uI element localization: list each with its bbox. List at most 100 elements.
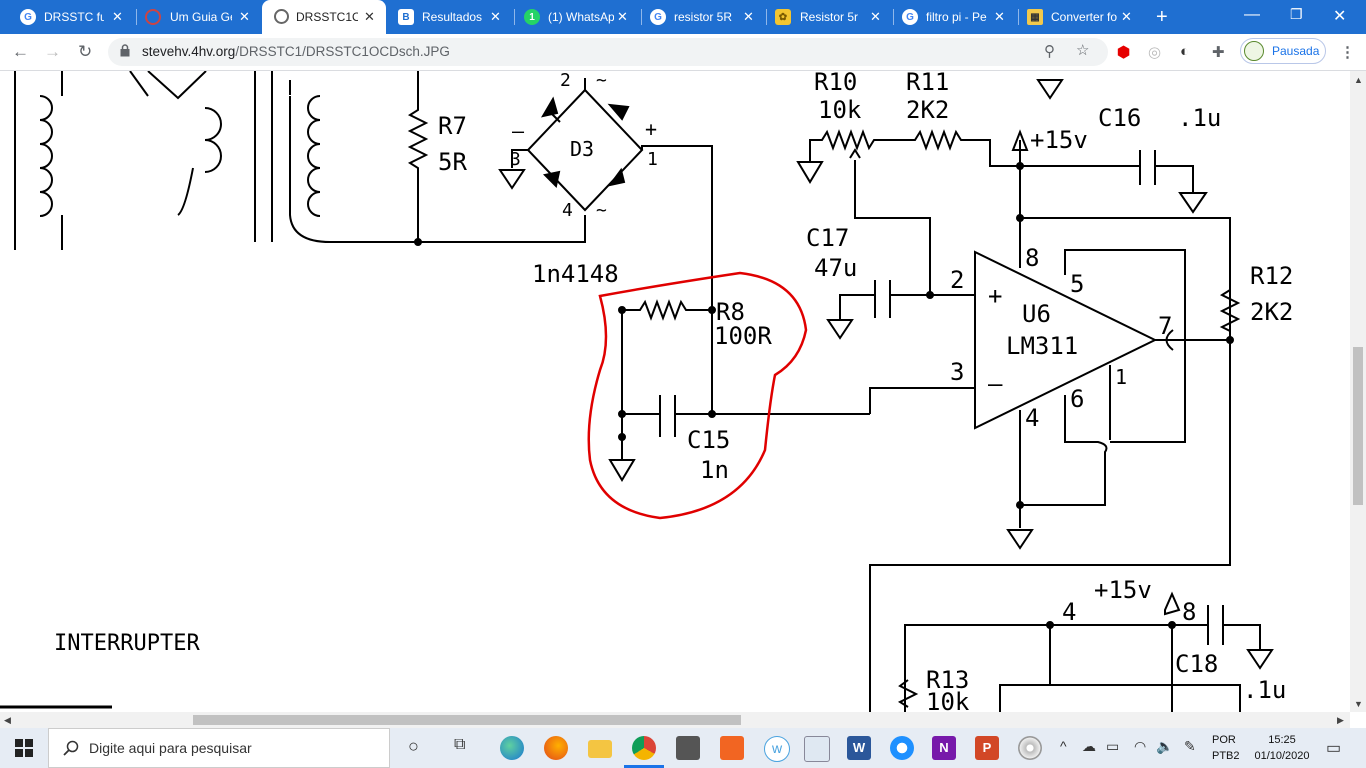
language-indicator[interactable]: POR PTB2 — [1212, 732, 1240, 764]
label-c16: C16 — [1098, 104, 1141, 132]
internet-explorer-icon[interactable] — [890, 736, 914, 760]
label-r8-value: 100R — [714, 322, 772, 350]
close-icon[interactable]: ✕ — [870, 9, 881, 24]
calculator-icon[interactable] — [676, 736, 700, 760]
minimize-button[interactable]: — — [1244, 6, 1260, 23]
scroll-right-icon[interactable]: ▶ — [1337, 715, 1344, 725]
comparator-u6 — [869, 214, 1241, 712]
vertical-scrollbar[interactable]: ▲ ▼ — [1350, 71, 1366, 712]
scroll-left-icon[interactable]: ◀ — [4, 715, 11, 725]
rc-network-r8-c15 — [608, 299, 870, 482]
wifi-icon[interactable]: ◠ — [1134, 738, 1147, 754]
chrome-icon[interactable] — [632, 736, 656, 760]
tab-5[interactable]: G resistor 5R ✕ — [642, 0, 766, 34]
cloud-icon[interactable]: ☁ — [1082, 738, 1096, 754]
label-pin: 4 — [1025, 404, 1039, 432]
label-r11: R11 — [906, 71, 949, 96]
chart-app-icon[interactable] — [804, 736, 830, 762]
notifications-icon[interactable]: ▭ — [1326, 740, 1342, 757]
close-icon[interactable]: ✕ — [994, 9, 1005, 24]
tab-title: Converter fo — [1051, 10, 1117, 24]
label-r12-value: 2K2 — [1250, 298, 1293, 326]
image-viewport: R7 5R D3 2 ~ – 3 + 1 4 ~ R10 10k R11 2K2… — [0, 71, 1350, 712]
back-icon[interactable]: ← — [12, 42, 29, 61]
url-host: stevehv.4hv.org — [142, 44, 236, 59]
tab-3[interactable]: B Resultados ✕ — [388, 0, 514, 34]
label-pin: 3 — [510, 149, 521, 170]
label-1n4148: 1n4148 — [532, 260, 619, 288]
dark-mode-icon[interactable]: ◐ — [1180, 43, 1190, 60]
close-icon[interactable]: ✕ — [617, 9, 628, 24]
tab-1[interactable]: Um Guia Ge ✕ — [137, 0, 263, 34]
close-icon[interactable]: ✕ — [743, 9, 754, 24]
close-icon[interactable]: ✕ — [239, 9, 250, 24]
firefox-icon[interactable] — [544, 736, 568, 760]
close-icon[interactable]: ✕ — [364, 9, 375, 24]
bookmark-star-icon[interactable]: ☆ — [1076, 42, 1090, 59]
label-c15-value: 1n — [700, 456, 729, 484]
tab-6[interactable]: ✿ Resistor 5r ✕ — [767, 0, 893, 34]
battery-icon[interactable]: ▭ — [1106, 738, 1120, 754]
horizontal-scroll-thumb[interactable] — [193, 715, 741, 725]
reload-icon[interactable]: ↻ — [78, 42, 93, 61]
label-r13: R13 — [926, 666, 969, 694]
zoom-icon[interactable]: ⚲ — [1044, 43, 1055, 60]
tab-2[interactable]: DRSSTC1OC ✕ — [262, 0, 386, 34]
task-view-icon[interactable]: ⧉ — [454, 736, 466, 753]
red-circle-annotation — [587, 271, 808, 520]
onenote-icon[interactable]: N — [932, 736, 956, 760]
tab-4[interactable]: 1 (1) WhatsAp ✕ — [515, 0, 641, 34]
extension-grey-icon[interactable]: ◎ — [1148, 44, 1162, 61]
edge-icon[interactable] — [500, 736, 524, 760]
label-c18: C18 — [1175, 650, 1218, 678]
close-icon[interactable]: ✕ — [490, 9, 501, 24]
cortana-icon[interactable]: ○ — [408, 736, 419, 756]
close-icon[interactable]: ✕ — [112, 9, 123, 24]
label-interrupter: INTERRUPTER — [54, 631, 200, 656]
label-pin: 6 — [1070, 385, 1084, 413]
taskbar-search-box[interactable]: Digite aqui para pesquisar — [48, 728, 390, 768]
horizontal-scrollbar[interactable]: ◀ ▶ — [0, 712, 1350, 728]
clock-date: 01/10/2020 — [1254, 750, 1310, 762]
paint-app-icon[interactable] — [720, 736, 744, 760]
powerpoint-icon[interactable]: P — [975, 736, 999, 760]
pen-icon[interactable]: ✎ — [1184, 738, 1196, 754]
extension-red-icon[interactable]: ⬢ — [1117, 44, 1131, 61]
menu-dots-icon[interactable]: ⋮ — [1340, 44, 1355, 61]
label-pin: 8 — [1025, 244, 1039, 272]
transformer — [14, 71, 418, 250]
extensions-puzzle-icon[interactable]: ✚ — [1212, 44, 1225, 61]
label-r11-value: 2K2 — [906, 96, 949, 124]
label-c16-value: .1u — [1178, 104, 1221, 132]
word-icon[interactable]: W — [847, 736, 871, 760]
volume-icon[interactable]: 🔈 — [1156, 738, 1174, 754]
disc-icon[interactable] — [1018, 736, 1042, 760]
file-explorer-icon[interactable] — [588, 740, 612, 758]
browser-toolbar: ← → ↻ stevehv.4hv.org/DRSSTC1/DRSSTC1OCD… — [0, 34, 1366, 71]
new-tab-button[interactable]: + — [1156, 6, 1168, 28]
chevron-up-icon[interactable]: ^ — [1060, 738, 1067, 754]
active-app-indicator — [624, 765, 664, 768]
clock-time: 15:25 — [1268, 734, 1296, 746]
wps-icon[interactable]: w — [764, 736, 790, 762]
globe-icon — [274, 9, 289, 24]
label-r10-value: 10k — [818, 96, 862, 124]
tab-7[interactable]: G filtro pi - Pe ✕ — [894, 0, 1018, 34]
close-window-button[interactable]: ✕ — [1333, 8, 1347, 25]
profile-button[interactable]: Pausada — [1240, 38, 1326, 64]
schematic-image: R7 5R D3 2 ~ – 3 + 1 4 ~ R10 10k R11 2K2… — [0, 71, 1293, 712]
clock[interactable]: 15:25 01/10/2020 — [1248, 732, 1316, 764]
tab-8[interactable]: ▦ Converter fo ✕ — [1019, 0, 1145, 34]
address-bar[interactable]: stevehv.4hv.org/DRSSTC1/DRSSTC1OCDsch.JP… — [108, 38, 1108, 66]
scroll-up-icon[interactable]: ▲ — [1354, 75, 1363, 85]
start-button[interactable] — [0, 728, 48, 768]
bridge-rectifier-d3 — [498, 78, 713, 412]
forward-icon[interactable]: → — [44, 42, 61, 61]
profile-label: Pausada — [1272, 44, 1320, 58]
tab-0[interactable]: G DRSSTC full ✕ — [0, 0, 136, 34]
lock-icon — [120, 44, 130, 57]
vertical-scroll-thumb[interactable] — [1353, 347, 1363, 505]
scroll-down-icon[interactable]: ▼ — [1354, 699, 1363, 709]
close-icon[interactable]: ✕ — [1121, 9, 1132, 24]
restore-button[interactable]: ❐ — [1290, 6, 1303, 22]
